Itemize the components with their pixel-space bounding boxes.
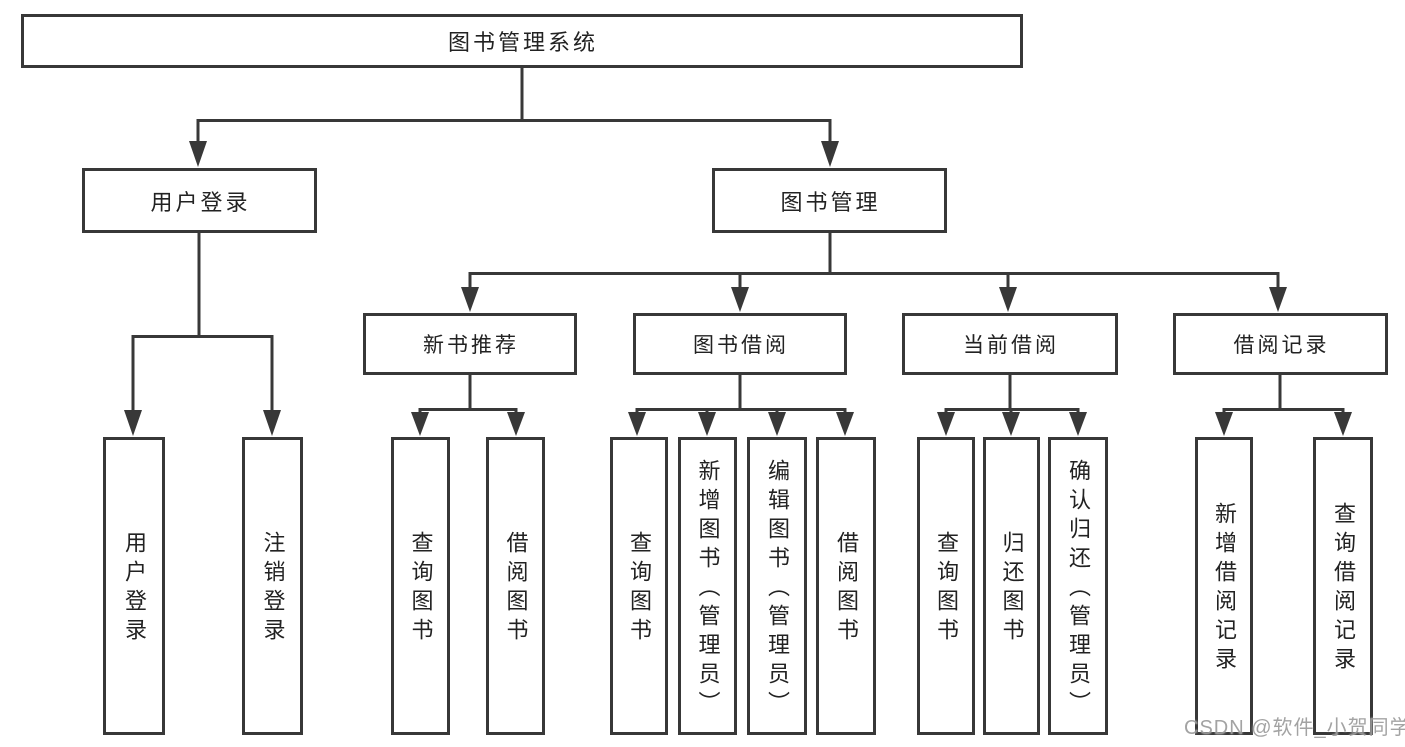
node-leaf-query-books-2: 查询图书: [610, 437, 668, 735]
node-leaf-query-books-1: 查询图书: [391, 437, 450, 735]
node-current-borrowing-label: 当前借阅: [963, 334, 1059, 357]
node-leaf-add-books-admin-label: 新增图书（管理员）: [695, 458, 721, 720]
node-leaf-add-borrow-record-label: 新增借阅记录: [1212, 502, 1237, 676]
node-new-book-recommend-label: 新书推荐: [423, 334, 519, 357]
node-leaf-confirm-return-admin: 确认归还（管理员）: [1048, 437, 1108, 735]
node-leaf-query-books-3: 查询图书: [917, 437, 975, 735]
arrowheads: [124, 141, 1352, 436]
node-leaf-return-books-label: 归还图书: [999, 531, 1025, 647]
node-leaf-logout-label: 注销登录: [260, 531, 286, 647]
csdn-watermark: CSDN @软件_小贺同学: [1184, 717, 1405, 739]
node-root-label: 图书管理系统: [447, 30, 598, 55]
node-leaf-user-login: 用户登录: [103, 437, 165, 735]
node-book-management-label: 图书管理: [780, 189, 881, 215]
node-book-borrowing-label: 图书借阅: [693, 334, 789, 357]
node-book-management: 图书管理: [712, 168, 947, 233]
node-borrowing-records-label: 借阅记录: [1233, 334, 1330, 357]
node-leaf-edit-books-admin-label: 编辑图书（管理员）: [765, 458, 790, 720]
node-leaf-return-books: 归还图书: [983, 437, 1040, 735]
node-current-borrowing: 当前借阅: [902, 313, 1118, 375]
node-leaf-confirm-return-admin-label: 确认归还（管理员）: [1066, 458, 1091, 720]
node-leaf-query-borrow-record: 查询借阅记录: [1313, 437, 1373, 735]
node-root-system: 图书管理系统: [21, 14, 1023, 68]
node-leaf-user-login-label: 用户登录: [122, 531, 147, 647]
node-leaf-logout: 注销登录: [242, 437, 303, 735]
node-leaf-query-books-3-label: 查询图书: [934, 531, 959, 647]
node-new-book-recommend: 新书推荐: [363, 313, 577, 375]
node-borrowing-records: 借阅记录: [1173, 313, 1388, 375]
node-leaf-borrow-books-1: 借阅图书: [486, 437, 545, 735]
node-leaf-add-borrow-record: 新增借阅记录: [1195, 437, 1253, 735]
node-leaf-borrow-books-2: 借阅图书: [816, 437, 876, 735]
node-leaf-edit-books-admin: 编辑图书（管理员）: [747, 437, 807, 735]
node-leaf-borrow-books-2-label: 借阅图书: [834, 531, 859, 647]
node-book-borrowing: 图书借阅: [633, 313, 847, 375]
node-leaf-borrow-books-1-label: 借阅图书: [503, 531, 529, 647]
connector-paths: [131, 66, 1345, 414]
node-leaf-query-borrow-record-label: 查询借阅记录: [1331, 502, 1356, 676]
node-user-login: 用户登录: [82, 168, 317, 233]
node-leaf-query-books-2-label: 查询图书: [627, 531, 652, 647]
node-leaf-add-books-admin: 新增图书（管理员）: [678, 437, 737, 735]
node-leaf-query-books-1-label: 查询图书: [408, 531, 434, 647]
node-user-login-label: 用户登录: [150, 189, 251, 215]
